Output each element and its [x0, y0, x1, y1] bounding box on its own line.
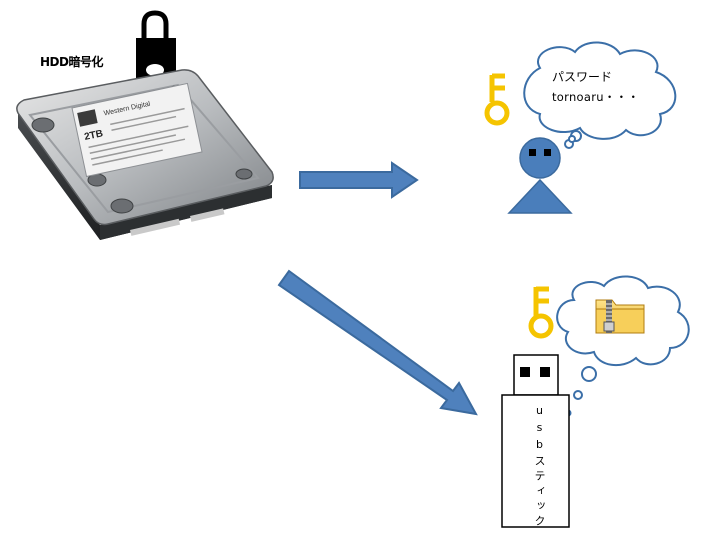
key-icon-top: [484, 73, 510, 126]
key-icon-bottom: [528, 286, 554, 339]
password-thought-bubble: [523, 41, 677, 149]
usb-stick: [501, 354, 570, 528]
password-value: tornoaru・・・: [552, 90, 640, 104]
password-label: パスワード: [552, 70, 613, 84]
hdd-capacity-text: 2TB: [83, 128, 104, 143]
arrow-to-user: [299, 161, 419, 199]
hdd-encryption-label: HDD暗号化: [40, 55, 103, 69]
folder-thought-bubble: [556, 275, 690, 417]
usb-stick-label: usbスティック: [533, 404, 546, 530]
zip-folder-icon: [595, 299, 645, 334]
arrow-to-usb: [277, 269, 478, 416]
user-figure: [507, 137, 573, 214]
hdd-image: Western Digital 2TB: [16, 69, 274, 240]
